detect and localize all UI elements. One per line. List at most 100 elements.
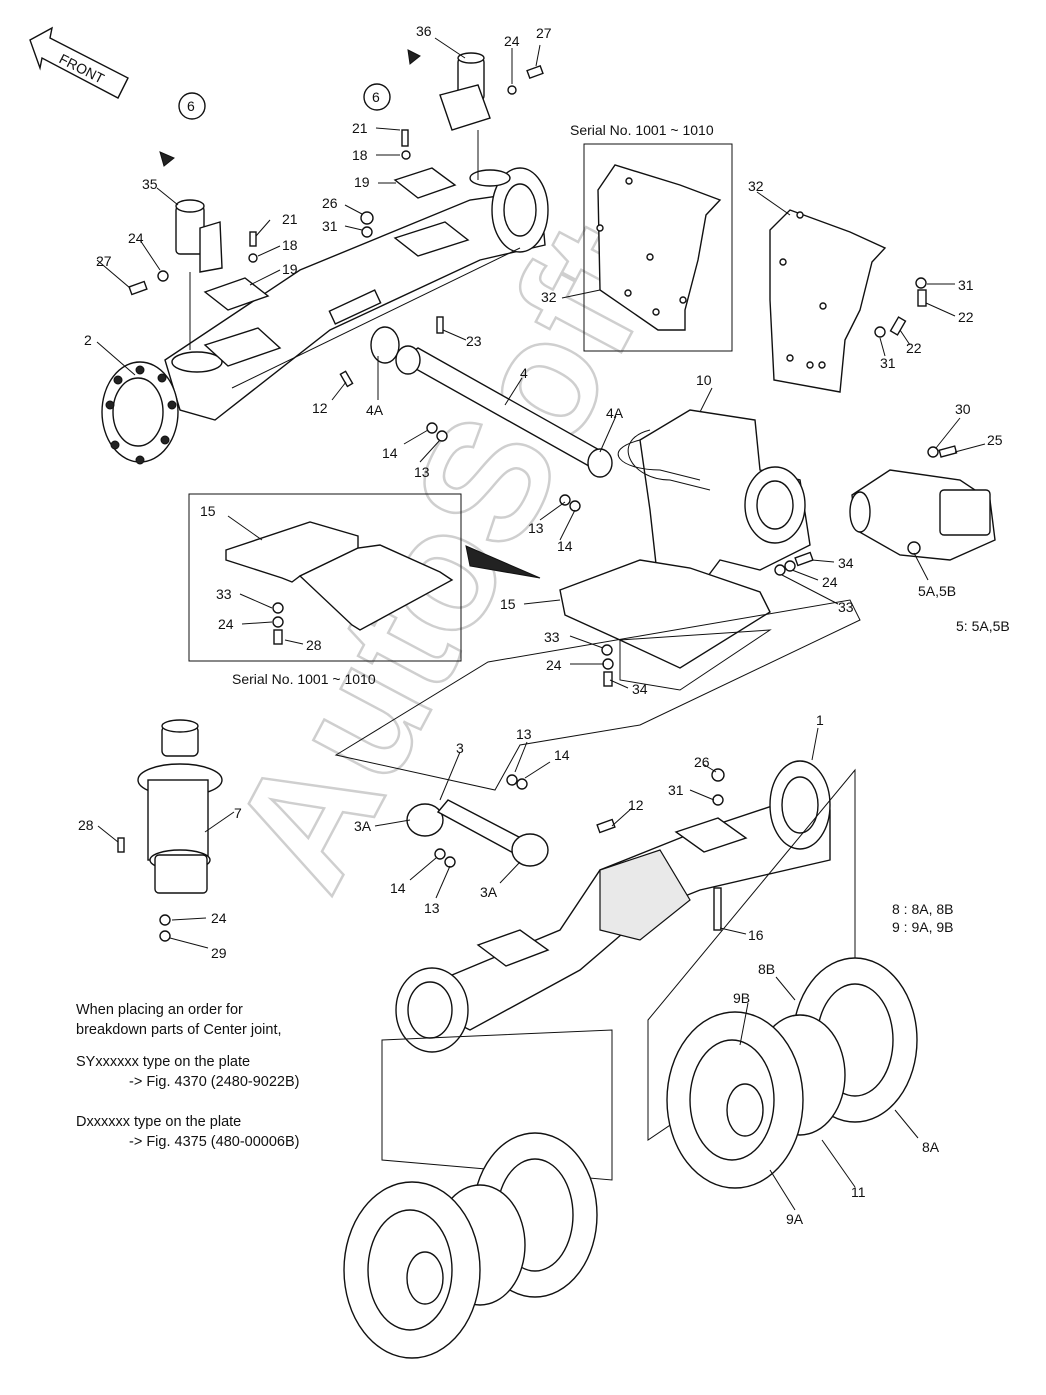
legend-wheels-8: 8 : 8A, 8B (892, 901, 953, 917)
svg-text:When placing an order for: When placing an order for (76, 1002, 243, 1018)
mounting-bracket-32 (769, 209, 927, 393)
pivot-cylinder-35 (175, 199, 223, 350)
shim-pad-19-left (203, 277, 270, 311)
legend-motor: 5: 5A,5B (956, 618, 1010, 634)
svg-text:21: 21 (352, 120, 368, 136)
svg-text:24: 24 (218, 616, 234, 632)
svg-text:34: 34 (632, 681, 648, 697)
svg-text:34: 34 (838, 555, 854, 571)
svg-text:12: 12 (628, 797, 644, 813)
svg-text:14: 14 (382, 445, 398, 461)
svg-text:14: 14 (557, 538, 573, 554)
fasteners-upper (128, 64, 544, 388)
wheel-set-left (343, 1132, 598, 1359)
leader-box-rear-left (381, 1029, 613, 1181)
svg-text:22: 22 (906, 340, 922, 356)
svg-text:13: 13 (516, 726, 532, 742)
svg-text:24: 24 (128, 230, 144, 246)
svg-text:6: 6 (372, 89, 380, 105)
inset-bracket-serial: Serial No. 1001 ~ 1010 (570, 122, 733, 352)
svg-text:8B: 8B (758, 961, 775, 977)
svg-text:breakdown parts of Center join: breakdown parts of Center joint, (76, 1022, 282, 1038)
callouts: 36 24 27 21 18 19 26 31 35 24 27 21 18 1… (78, 23, 1003, 1227)
svg-text:7: 7 (234, 805, 242, 821)
drive-shaft-4 (395, 345, 613, 512)
svg-text:35: 35 (142, 176, 158, 192)
svg-text:24: 24 (822, 574, 838, 590)
svg-text:27: 27 (536, 25, 552, 41)
svg-text:13: 13 (424, 900, 440, 916)
svg-text:9A: 9A (786, 1211, 804, 1227)
guard-serial-label: Serial No. 1001 ~ 1010 (232, 671, 376, 687)
legend-wheels-9: 9 : 9A, 9B (892, 919, 953, 935)
svg-text:10: 10 (696, 372, 712, 388)
svg-text:31: 31 (668, 782, 684, 798)
guard-15 (559, 551, 814, 691)
pivot-cylinder-36 (439, 52, 491, 180)
motor-5A-5B (849, 445, 996, 561)
svg-text:11: 11 (851, 1184, 866, 1200)
leader-box-upper (334, 599, 861, 791)
svg-text:25: 25 (987, 432, 1003, 448)
svg-text:27: 27 (96, 253, 112, 269)
svg-text:31: 31 (322, 218, 338, 234)
svg-text:13: 13 (528, 520, 544, 536)
svg-text:9B: 9B (733, 990, 750, 1006)
svg-text:33: 33 (216, 586, 232, 602)
inset-guard-serial: Serial No. 1001 ~ 1010 (188, 493, 462, 687)
svg-text:4: 4 (520, 365, 528, 381)
svg-text:24: 24 (211, 910, 227, 926)
svg-text:32: 32 (748, 178, 764, 194)
svg-text:18: 18 (282, 237, 298, 253)
svg-text:21: 21 (282, 211, 298, 227)
bracket-serial-label: Serial No. 1001 ~ 1010 (570, 122, 714, 138)
front-axle-assembly (101, 167, 549, 465)
svg-text:19: 19 (282, 261, 298, 277)
svg-text:26: 26 (694, 754, 710, 770)
svg-text:2: 2 (84, 332, 92, 348)
svg-text:16: 16 (748, 927, 764, 943)
svg-text:14: 14 (554, 747, 570, 763)
svg-text:13: 13 (414, 464, 430, 480)
svg-text:22: 22 (958, 309, 974, 325)
svg-text:30: 30 (955, 401, 971, 417)
transmission-10 (617, 409, 811, 601)
reference-circle-left: 6 (159, 92, 206, 167)
svg-text:Dxxxxxx type on the plate: Dxxxxxx type on the plate (76, 1114, 241, 1130)
svg-text:33: 33 (544, 629, 560, 645)
svg-text:14: 14 (390, 880, 406, 896)
svg-text:-> Fig. 4375 (480-00006B): -> Fig. 4375 (480-00006B) (129, 1134, 299, 1150)
svg-text:3A: 3A (354, 818, 372, 834)
svg-text:28: 28 (306, 637, 322, 653)
svg-text:24: 24 (546, 657, 562, 673)
rear-axle-assembly-1 (395, 760, 831, 1053)
svg-text:15: 15 (500, 596, 516, 612)
svg-text:19: 19 (354, 174, 370, 190)
svg-text:23: 23 (466, 333, 482, 349)
svg-text:3: 3 (456, 740, 464, 756)
drive-shaft-3 (406, 774, 549, 868)
svg-text:29: 29 (211, 945, 227, 961)
svg-text:1: 1 (816, 712, 824, 728)
svg-text:6: 6 (187, 98, 195, 114)
svg-text:8A: 8A (922, 1139, 940, 1155)
svg-text:31: 31 (880, 355, 896, 371)
svg-text:4A: 4A (606, 405, 624, 421)
svg-text:32: 32 (541, 289, 557, 305)
front-arrow-icon: FRONT (29, 26, 129, 99)
svg-text:15: 15 (200, 503, 216, 519)
leader-lines (96, 37, 986, 1211)
svg-text:SYxxxxxx type on the plate: SYxxxxxx type on the plate (76, 1054, 250, 1070)
svg-text:18: 18 (352, 147, 368, 163)
svg-text:-> Fig. 4370 (2480-9022B): -> Fig. 4370 (2480-9022B) (129, 1074, 299, 1090)
svg-text:28: 28 (78, 817, 94, 833)
svg-text:5A,5B: 5A,5B (918, 583, 956, 599)
svg-text:26: 26 (322, 195, 338, 211)
shim-pad-19-upper (393, 167, 457, 199)
svg-text:4A: 4A (366, 402, 384, 418)
svg-text:3A: 3A (480, 884, 498, 900)
svg-text:31: 31 (958, 277, 974, 293)
svg-text:36: 36 (416, 23, 432, 39)
direction-arrow-icon (465, 545, 541, 579)
